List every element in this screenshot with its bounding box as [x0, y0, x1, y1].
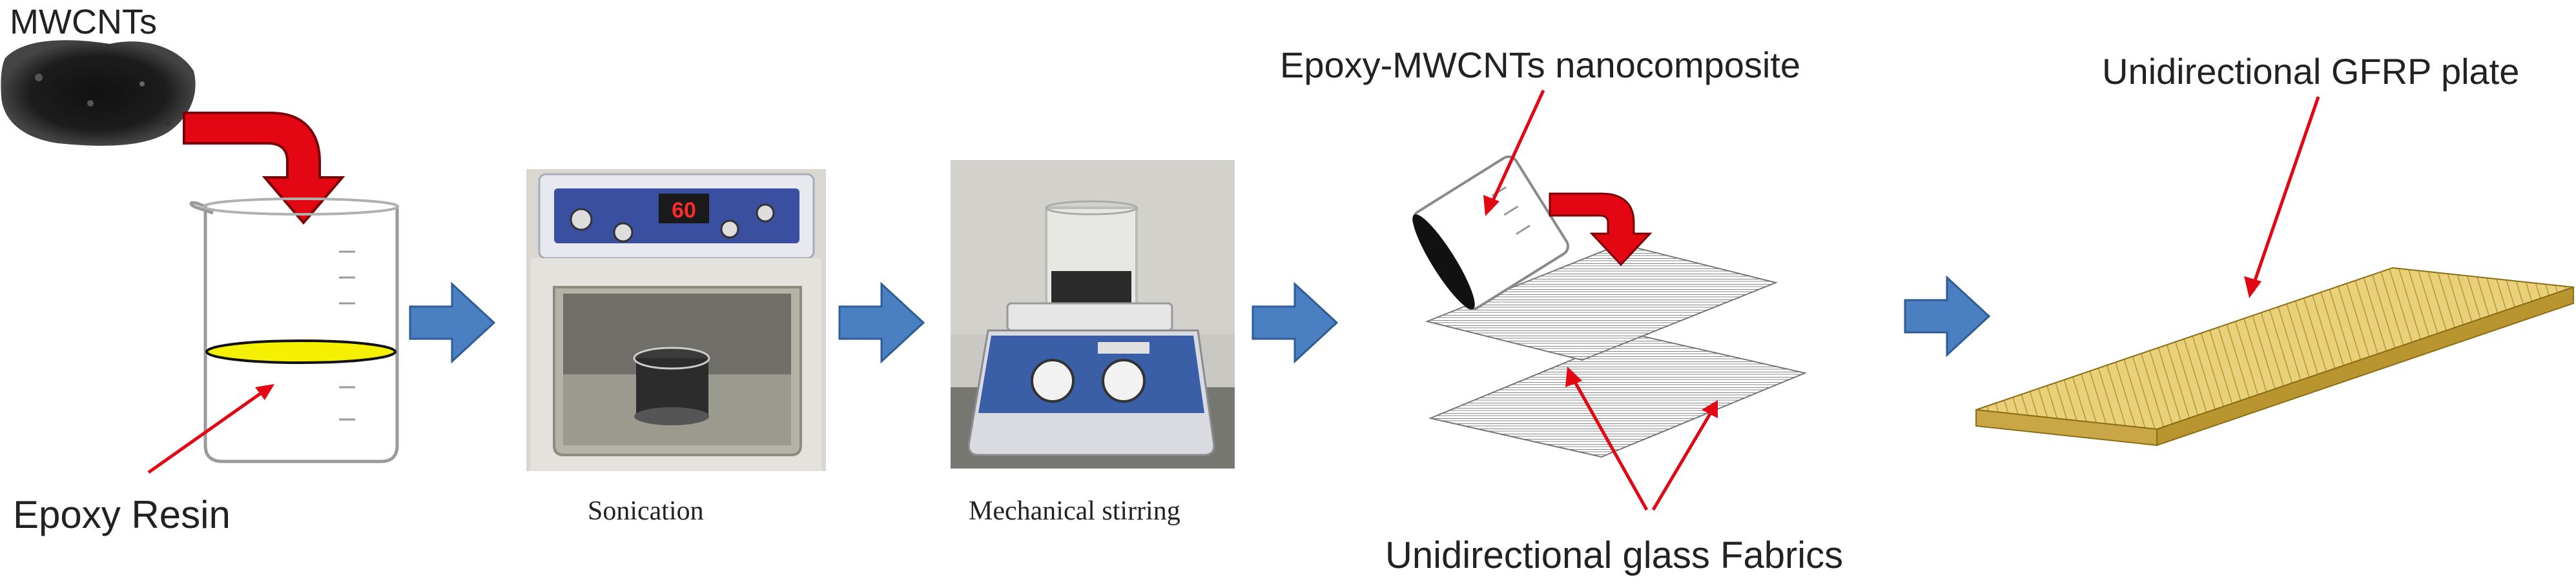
gfrp-plate-label: Unidirectional GFRP plate	[2102, 51, 2519, 92]
sonicator-display	[659, 194, 709, 223]
sonicator-knob	[613, 222, 634, 243]
gfrp-pointer	[2252, 96, 2320, 285]
mwcnt-powder	[1, 40, 196, 146]
gfrp-plate	[1975, 267, 2574, 447]
sonicator-knob	[720, 219, 739, 239]
arrow-right-icon	[409, 281, 496, 364]
beaker-epoxy	[189, 197, 399, 463]
arrow-right-icon	[1904, 275, 1991, 358]
nanocomposite-pointer-head	[1483, 195, 1499, 216]
epoxy-resin-pointer-head	[255, 384, 274, 400]
sonicator-knob	[570, 208, 593, 231]
mechanical-stirring-label: Mechanical stirring	[969, 496, 1180, 526]
pour-arrow-1	[183, 112, 345, 225]
sonicator-knob	[756, 203, 775, 223]
fabric-pointer-1	[1571, 376, 1649, 511]
epoxy-resin-surface	[205, 339, 397, 364]
stirrer-knob	[1102, 359, 1146, 403]
fabric-pointer-2-head	[1702, 400, 1718, 418]
nanocomposite-pointer	[1490, 89, 1545, 205]
stirrer-knob	[1031, 359, 1075, 403]
arrow-right-icon	[1252, 281, 1339, 364]
sonicator-display-value: 60	[672, 198, 696, 223]
sonication-photo: 60	[526, 169, 826, 471]
glass-fabric-sheet	[1425, 243, 1778, 361]
stirring-photo	[951, 160, 1235, 469]
sonication-label: Sonication	[588, 496, 704, 526]
pouring-beaker	[1412, 155, 1569, 310]
mwcnts-label: MWCNTs	[10, 3, 157, 41]
fabric-pointer-2	[1651, 410, 1713, 511]
fabric-pointer-1-head	[1565, 367, 1582, 387]
arrow-right-icon	[838, 281, 925, 364]
gfrp-pointer-head	[2244, 276, 2262, 298]
pour-arrow-2	[1549, 192, 1653, 267]
nanocomposite-label: Epoxy-MWCNTs nanocomposite	[1280, 45, 1800, 85]
glass-fabric-sheet	[1428, 333, 1808, 458]
epoxy-resin-label: Epoxy Resin	[13, 493, 231, 536]
glass-fabrics-label: Unidirectional glass Fabrics	[1385, 534, 1843, 576]
epoxy-resin-pointer	[147, 389, 266, 474]
